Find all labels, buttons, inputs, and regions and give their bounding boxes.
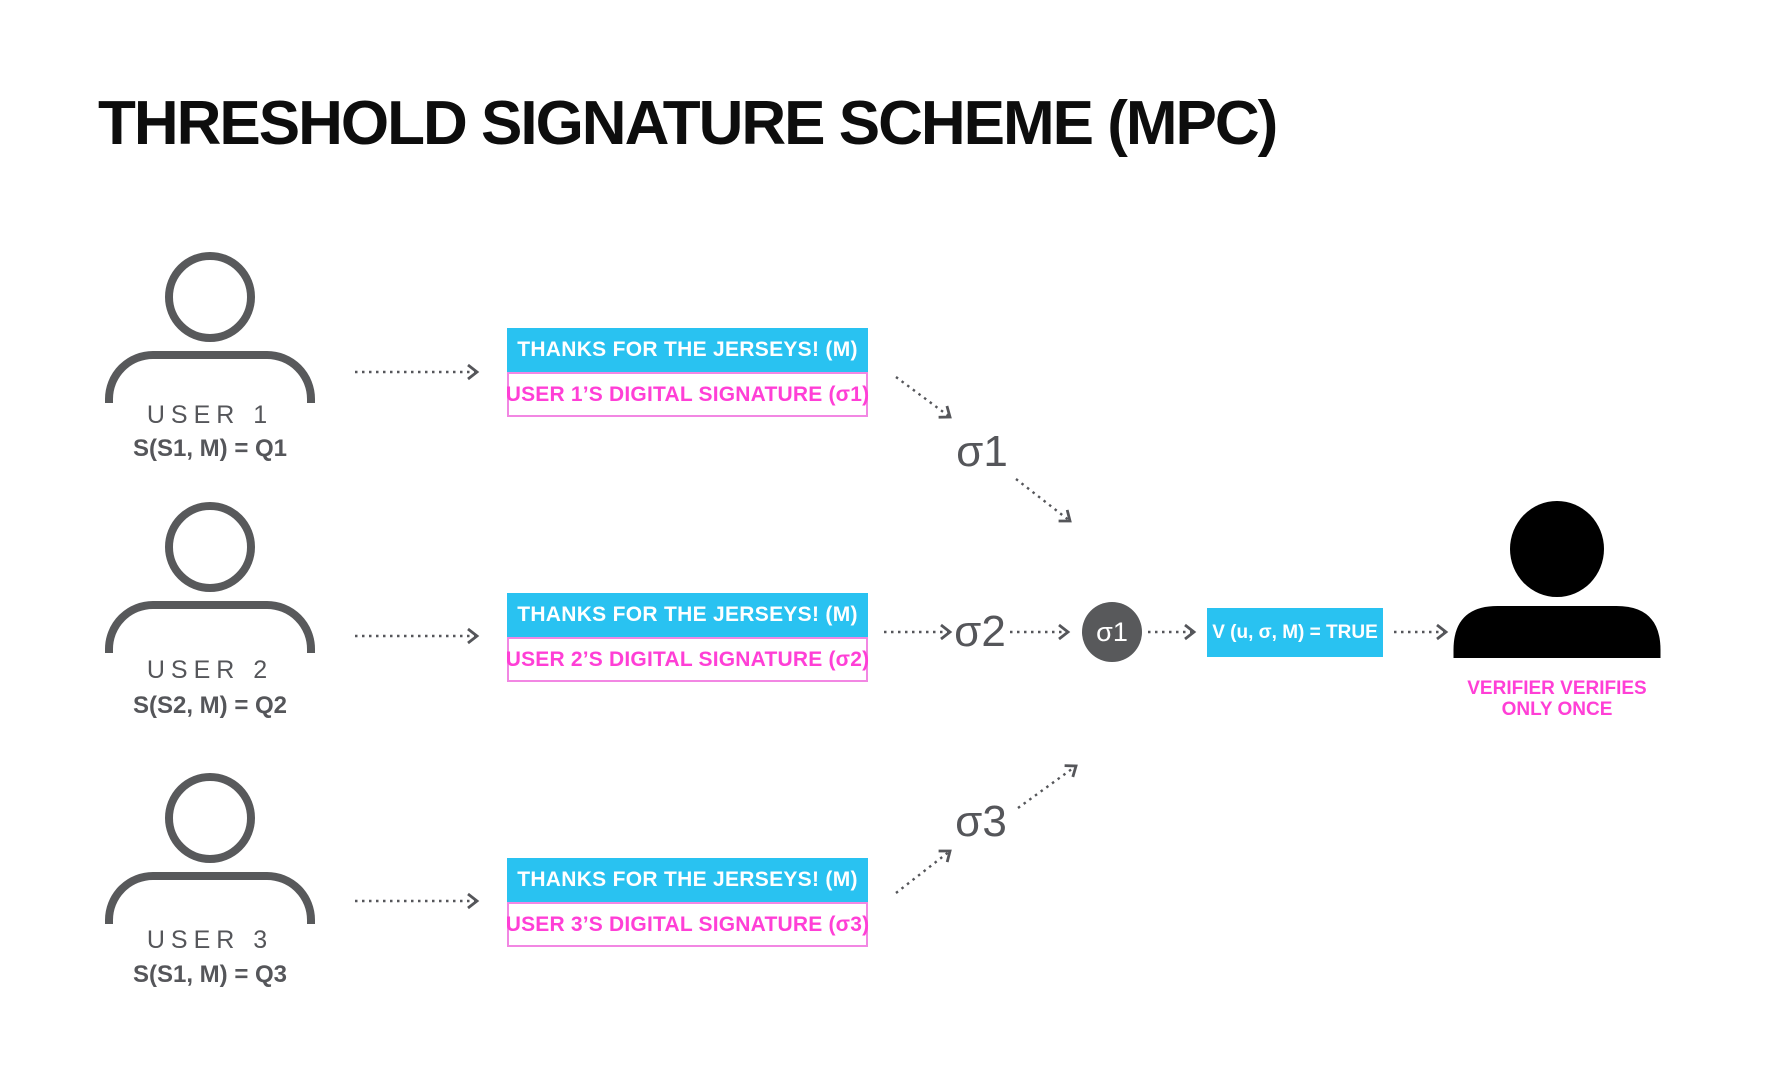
user1-person-outline-icon	[105, 252, 315, 403]
user1-label: USER 1	[146, 401, 274, 429]
verifier-shoulders	[1453, 606, 1661, 658]
user1-signature-box: USER 1’S DIGITAL SIGNATURE (σ1)	[506, 372, 869, 417]
user2-person-outline-icon	[105, 502, 315, 653]
user1-message-box: THANKS FOR THE JERSEYS! (M)	[507, 328, 868, 372]
sigma3-label: σ3	[955, 797, 1007, 846]
verifier-caption-line2: ONLY ONCE	[1501, 699, 1613, 720]
user2-message-box: THANKS FOR THE JERSEYS! (M)	[507, 593, 868, 637]
user3-person-outline-icon	[105, 773, 315, 924]
user1-formula: S(S1, M) = Q1	[132, 435, 288, 462]
user3-signature-box: USER 3’S DIGITAL SIGNATURE (σ3)	[506, 902, 869, 947]
arrow-box3-to-sigma3	[895, 849, 952, 894]
user1-head	[165, 252, 255, 342]
sigma2-label: σ2	[954, 607, 1006, 656]
verifier-caption-line1: VERIFIER VERIFIES	[1467, 678, 1647, 699]
user2-label: USER 2	[146, 656, 274, 684]
page-title: THRESHOLD SIGNATURE SCHEME (MPC)	[98, 89, 1278, 158]
user1-shoulders	[105, 351, 315, 403]
user3-label: USER 3	[146, 926, 274, 954]
user2-signature-box: USER 2’S DIGITAL SIGNATURE (σ2)	[506, 637, 869, 682]
user3-message-box: THANKS FOR THE JERSEYS! (M)	[507, 858, 868, 902]
arrow-box1-to-sigma1	[895, 376, 952, 419]
sigma1-label: σ1	[956, 427, 1008, 476]
user3-head	[165, 773, 255, 863]
user2-formula: S(S2, M) = Q2	[132, 692, 288, 719]
verifier-person-filled-icon	[1453, 501, 1661, 658]
aggregated-signature-circle: σ1	[1082, 602, 1142, 662]
user3-formula: S(S1, M) = Q3	[132, 961, 288, 988]
user2-head	[165, 502, 255, 592]
user2-shoulders	[105, 601, 315, 653]
verifier-caption: VERIFIER VERIFIES ONLY ONCE	[1442, 678, 1672, 720]
verifier-head	[1510, 501, 1604, 597]
user3-shoulders	[105, 872, 315, 924]
verification-formula-box: V (u, σ, M) = TRUE	[1207, 608, 1383, 657]
arrow-sigma1-to-circle	[1015, 478, 1072, 523]
